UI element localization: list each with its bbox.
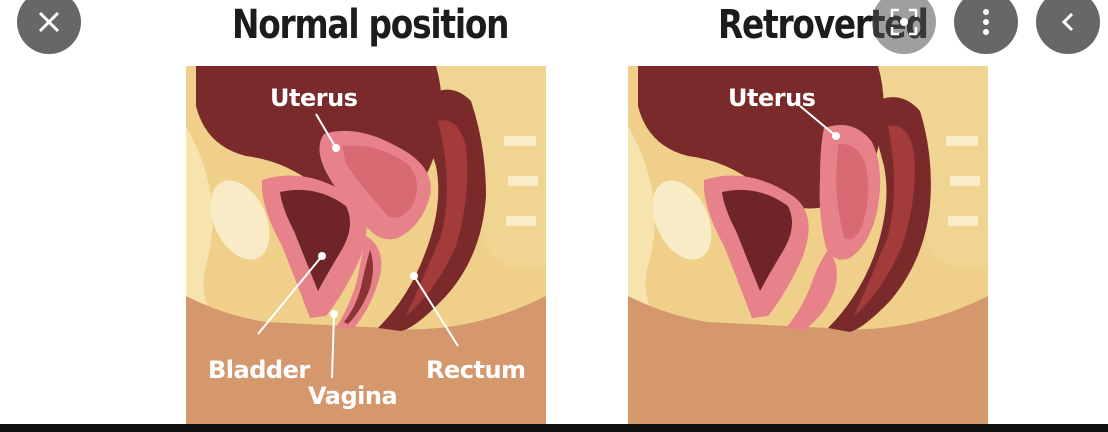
rectum-marker bbox=[410, 272, 418, 280]
vertebra bbox=[946, 136, 978, 146]
lens-icon bbox=[890, 8, 918, 36]
retroverted-illustration: Uterus bbox=[628, 66, 988, 426]
chevron-left-icon bbox=[1061, 12, 1074, 32]
vertebra bbox=[508, 176, 538, 186]
vagina-leader bbox=[331, 313, 335, 379]
vertebra bbox=[506, 216, 536, 226]
label-uterus: Uterus bbox=[270, 84, 358, 112]
uterus-marker bbox=[832, 132, 840, 140]
uterus-inner bbox=[836, 143, 869, 240]
rectum-lumen bbox=[854, 125, 915, 316]
vertebra bbox=[948, 216, 978, 226]
uterus-marker bbox=[332, 144, 340, 152]
rectum-leader bbox=[413, 275, 459, 347]
more-vertical-icon bbox=[983, 9, 989, 35]
label-bladder: Bladder bbox=[208, 356, 310, 384]
skin bbox=[186, 296, 546, 426]
fat-layer bbox=[186, 126, 226, 336]
pubic-bone bbox=[210, 180, 270, 260]
label-rectum: Rectum bbox=[426, 356, 526, 384]
fat-layer bbox=[628, 126, 668, 336]
lens-button[interactable] bbox=[872, 0, 936, 54]
label-vagina: Vagina bbox=[308, 382, 397, 410]
normal-position-illustration: Uterus Bladder Vagina Rectum bbox=[186, 66, 546, 426]
title-normal-position: Normal position bbox=[232, 2, 510, 48]
rectum-lumen bbox=[406, 120, 468, 317]
vagina-inner bbox=[344, 250, 373, 324]
close-icon bbox=[38, 11, 60, 33]
uterus-leader bbox=[799, 105, 837, 137]
bladder-inner bbox=[280, 189, 350, 291]
uterus-leader bbox=[315, 113, 337, 149]
more-options-button[interactable] bbox=[954, 0, 1018, 54]
skin bbox=[628, 296, 988, 426]
bottom-bar bbox=[0, 424, 1108, 432]
pubic-bone bbox=[652, 180, 712, 260]
close-button[interactable] bbox=[17, 0, 81, 54]
bladder-leader bbox=[257, 255, 323, 335]
vertebra bbox=[950, 176, 980, 186]
vagina bbox=[786, 250, 837, 330]
bladder-marker bbox=[318, 252, 326, 260]
label-uterus: Uterus bbox=[728, 84, 816, 112]
bladder-inner bbox=[722, 189, 792, 291]
back-button[interactable] bbox=[1036, 0, 1100, 54]
vagina-marker bbox=[330, 310, 338, 318]
vertebra bbox=[504, 136, 536, 146]
uterus-inner bbox=[342, 145, 418, 218]
